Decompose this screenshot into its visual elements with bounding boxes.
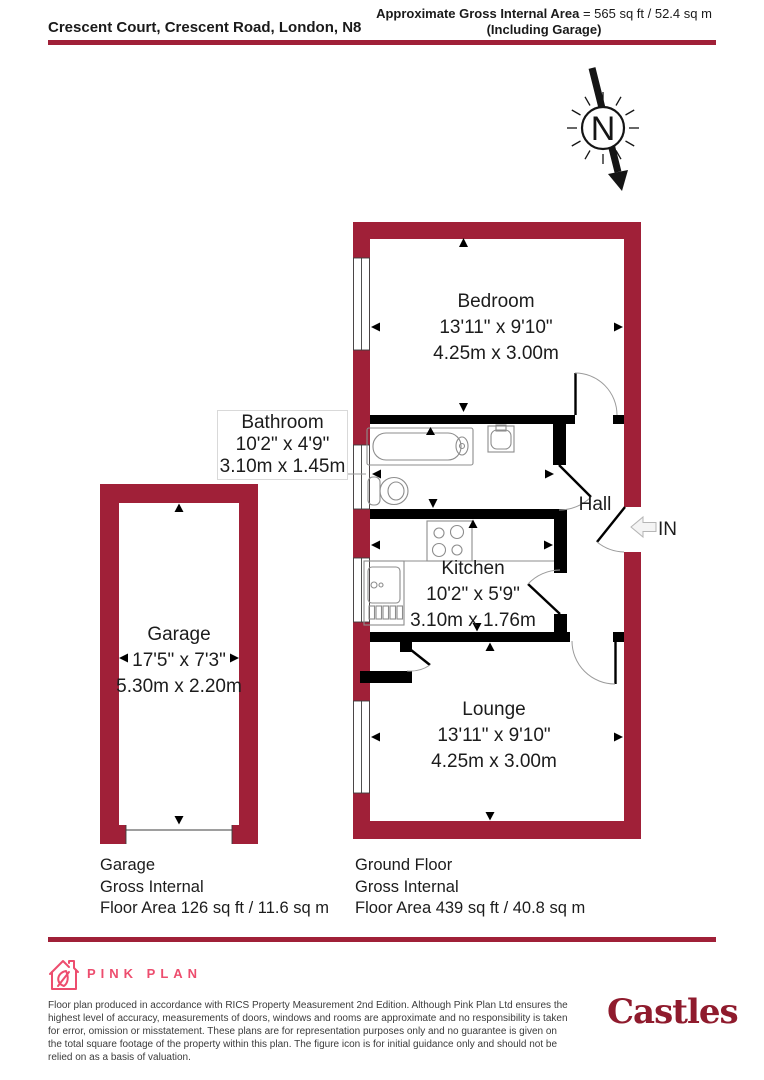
pink-plan-house-icon (49, 960, 79, 990)
hall-label: Hall (578, 494, 612, 515)
lounge-name: Lounge (462, 699, 526, 720)
garage-summary-type: Gross Internal (100, 877, 204, 896)
bedroom-imperial: 13'11" x 9'10" (439, 317, 553, 338)
bathroom-label: Bathroom 10'2" x 4'9" 3.10m x 1.45m (217, 410, 348, 480)
footer-divider (48, 937, 716, 942)
gross-internal-area: Approximate Gross Internal Area = 565 sq… (368, 6, 720, 38)
kitchen-imperial: 10'2" x 5'9" (426, 584, 520, 605)
castles-agent-logo: Castles (607, 992, 739, 1032)
kitchen-label: Kitchen 10'2" x 5'9" 3.10m x 1.76m (353, 556, 593, 634)
disclaimer-text: Floor plan produced in accordance with R… (48, 1000, 568, 1063)
bathroom-fixtures (366, 424, 515, 506)
doors (405, 372, 626, 685)
bathroom-name: Bathroom (241, 412, 324, 433)
garage-imperial: 17'5" x 7'3" (132, 650, 226, 671)
kitchen-name: Kitchen (441, 558, 505, 579)
internal-walls (360, 415, 624, 683)
area-note: (Including Garage) (486, 22, 602, 37)
garage-summary: Garage Gross Internal Floor Area 126 sq … (100, 855, 329, 920)
lounge-imperial: 13'11" x 9'10" (437, 725, 551, 746)
ground-floor-summary-type: Gross Internal (355, 877, 459, 896)
kitchen-metric: 3.10m x 1.76m (410, 610, 536, 631)
area-value: = 565 sq ft / 52.4 sq m (582, 6, 712, 21)
lounge-label: Lounge 13'11" x 9'10" 4.25m x 3.00m (374, 697, 614, 775)
bedroom-metric: 4.25m x 3.00m (433, 343, 559, 364)
garage-name: Garage (147, 624, 211, 645)
entrance-in-arrow-icon (630, 515, 657, 539)
bedroom-label: Bedroom 13'11" x 9'10" 4.25m x 3.00m (376, 289, 616, 367)
pink-plan-logo-text: PINK PLAN (87, 966, 203, 981)
ground-floor-summary-area: Floor Area 439 sq ft / 40.8 sq m (355, 899, 586, 917)
area-line1: Approximate Gross Internal Area = 565 sq… (368, 6, 720, 22)
north-compass-icon: N (567, 67, 639, 191)
area-label: Approximate Gross Internal Area (376, 6, 580, 21)
garage-summary-title: Garage (100, 856, 156, 874)
entrance-in-label: IN (658, 519, 677, 540)
lounge-metric: 4.25m x 3.00m (431, 751, 557, 772)
windows (125, 257, 370, 844)
garage-label: Garage 17'5" x 7'3" 5.30m x 2.20m (59, 622, 299, 700)
garage-summary-area: Floor Area 126 sq ft / 11.6 sq m (100, 899, 329, 917)
property-address: Crescent Court, Crescent Road, London, N… (48, 19, 362, 36)
ground-floor-summary: Ground Floor Gross Internal Floor Area 4… (355, 855, 585, 920)
header-divider (48, 40, 716, 45)
bedroom-name: Bedroom (457, 291, 535, 312)
bathroom-imperial: 10'2" x 4'9" (235, 434, 330, 455)
bathroom-metric: 3.10m x 1.45m (219, 456, 346, 477)
garage-metric: 5.30m x 2.20m (116, 676, 242, 697)
dimension-arrows (119, 238, 623, 825)
north-label: N (591, 110, 616, 148)
kitchen-fixtures (363, 520, 554, 626)
ground-floor-summary-title: Ground Floor (355, 856, 453, 874)
